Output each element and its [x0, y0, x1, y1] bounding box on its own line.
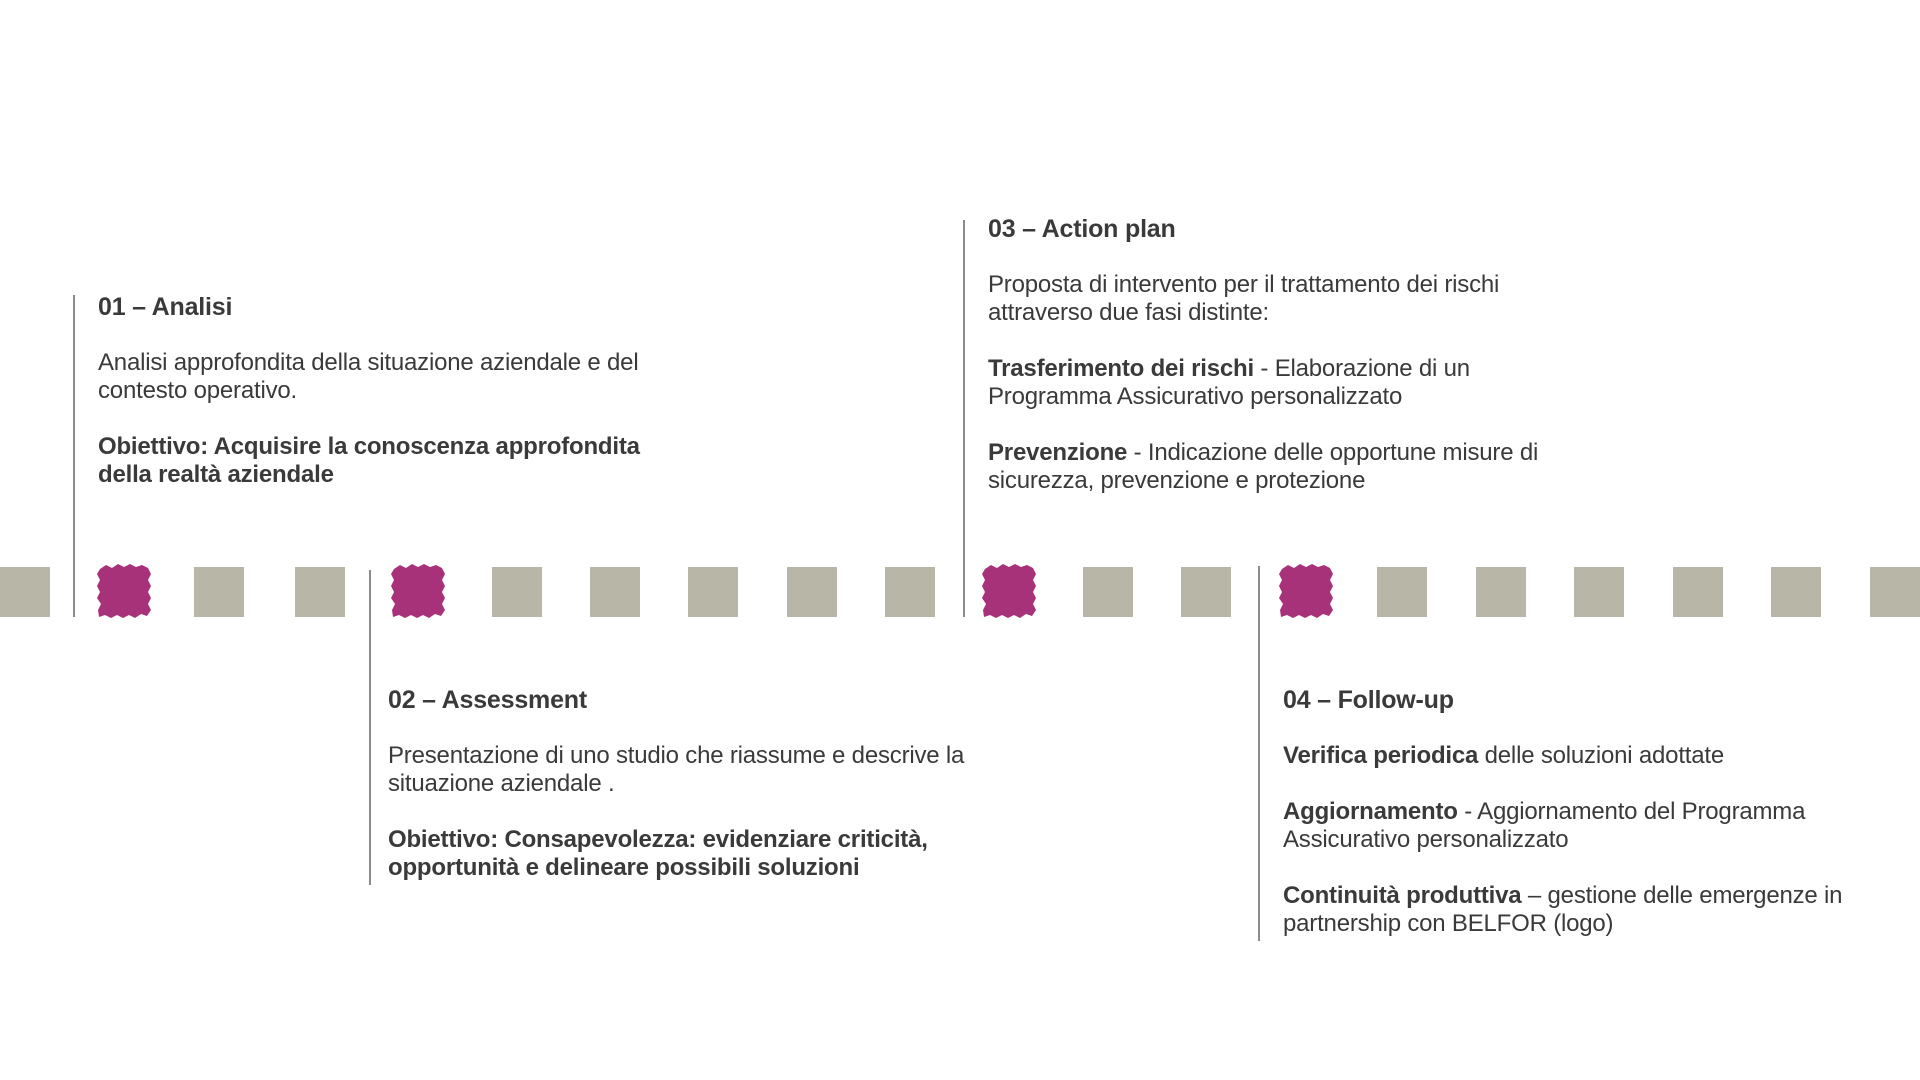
step-01-block: 01 – Analisi Analisi approfondita della … [98, 293, 658, 489]
step-01-title: 01 – Analisi [98, 293, 233, 321]
step-01-description: Analisi approfondita della situazione az… [98, 349, 639, 404]
step1-connector-line [73, 295, 75, 617]
timeline-square [194, 567, 244, 617]
step-03-item-prevention-text: - Indicazione delle opportune misure di … [988, 439, 1539, 494]
timeline-square [1574, 567, 1624, 617]
step-03-item-transfer-text: - Elaborazione di un Programma Assicurat… [988, 355, 1470, 410]
timeline-square [1673, 567, 1723, 617]
timeline-square [1870, 567, 1920, 617]
timeline-square [0, 567, 50, 617]
step4-connector-line [1258, 566, 1260, 941]
timeline-square [295, 567, 345, 617]
step-02-description: Presentazione di uno studio che riassume… [388, 742, 965, 797]
step-03-block: 03 – Action plan Proposta di intervento … [988, 215, 1578, 495]
step-03-description: Proposta di intervento per il trattament… [988, 271, 1500, 326]
timeline-square [492, 567, 542, 617]
timeline-square [590, 567, 640, 617]
step-04-item-update-text: - Aggiornamento del Programma Assicurati… [1283, 798, 1806, 853]
timeline-marker-02 [390, 563, 446, 619]
timeline-square [1377, 567, 1427, 617]
step-02-block: 02 – Assessment Presentazione di uno stu… [388, 686, 978, 882]
timeline-square [787, 567, 837, 617]
timeline-marker-01 [96, 563, 152, 619]
timeline-square [1771, 567, 1821, 617]
step-04-item-continuity-text: – gestione delle emergenze in partnershi… [1283, 882, 1843, 937]
step2-connector-line [369, 570, 371, 885]
step-03-item-prevention-label: Prevenzione [988, 439, 1128, 466]
step-04-item-check-text: delle soluzioni adottate [1478, 742, 1725, 769]
timeline-square [1083, 567, 1133, 617]
step-04-item-check-label: Verifica periodica [1283, 742, 1479, 769]
step-04-item-check: Verifica periodica delle soluzioni adott… [1283, 742, 1873, 770]
step-01-goal: Obiettivo: Acquisire la conoscenza appro… [98, 433, 640, 488]
timeline-marker-03 [981, 563, 1037, 619]
step-04-block: 04 – Follow-up Verifica periodica delle … [1283, 686, 1873, 938]
step-03-title: 03 – Action plan [988, 215, 1176, 243]
timeline-square [885, 567, 935, 617]
step-04-item-update: Aggiornamento - Aggiornamento del Progra… [1283, 798, 1873, 854]
step-02-title: 02 – Assessment [388, 686, 587, 714]
step-04-item-update-label: Aggiornamento [1283, 798, 1458, 825]
step-04-item-continuity-label: Continuità produttiva [1283, 882, 1522, 909]
timeline-square [1476, 567, 1526, 617]
step-03-item-transfer-label: Trasferimento dei rischi [988, 355, 1254, 382]
step-02-goal: Obiettivo: Consapevolezza: evidenziare c… [388, 826, 928, 881]
step-03-item-transfer: Trasferimento dei rischi - Elaborazione … [988, 355, 1578, 411]
step3-connector-line [963, 220, 965, 617]
timeline-square [688, 567, 738, 617]
step-04-item-continuity: Continuità produttiva – gestione delle e… [1283, 882, 1873, 938]
timeline-square [1181, 567, 1231, 617]
step-04-title: 04 – Follow-up [1283, 686, 1454, 714]
timeline-marker-04 [1278, 563, 1334, 619]
step-03-item-prevention: Prevenzione - Indicazione delle opportun… [988, 439, 1578, 495]
